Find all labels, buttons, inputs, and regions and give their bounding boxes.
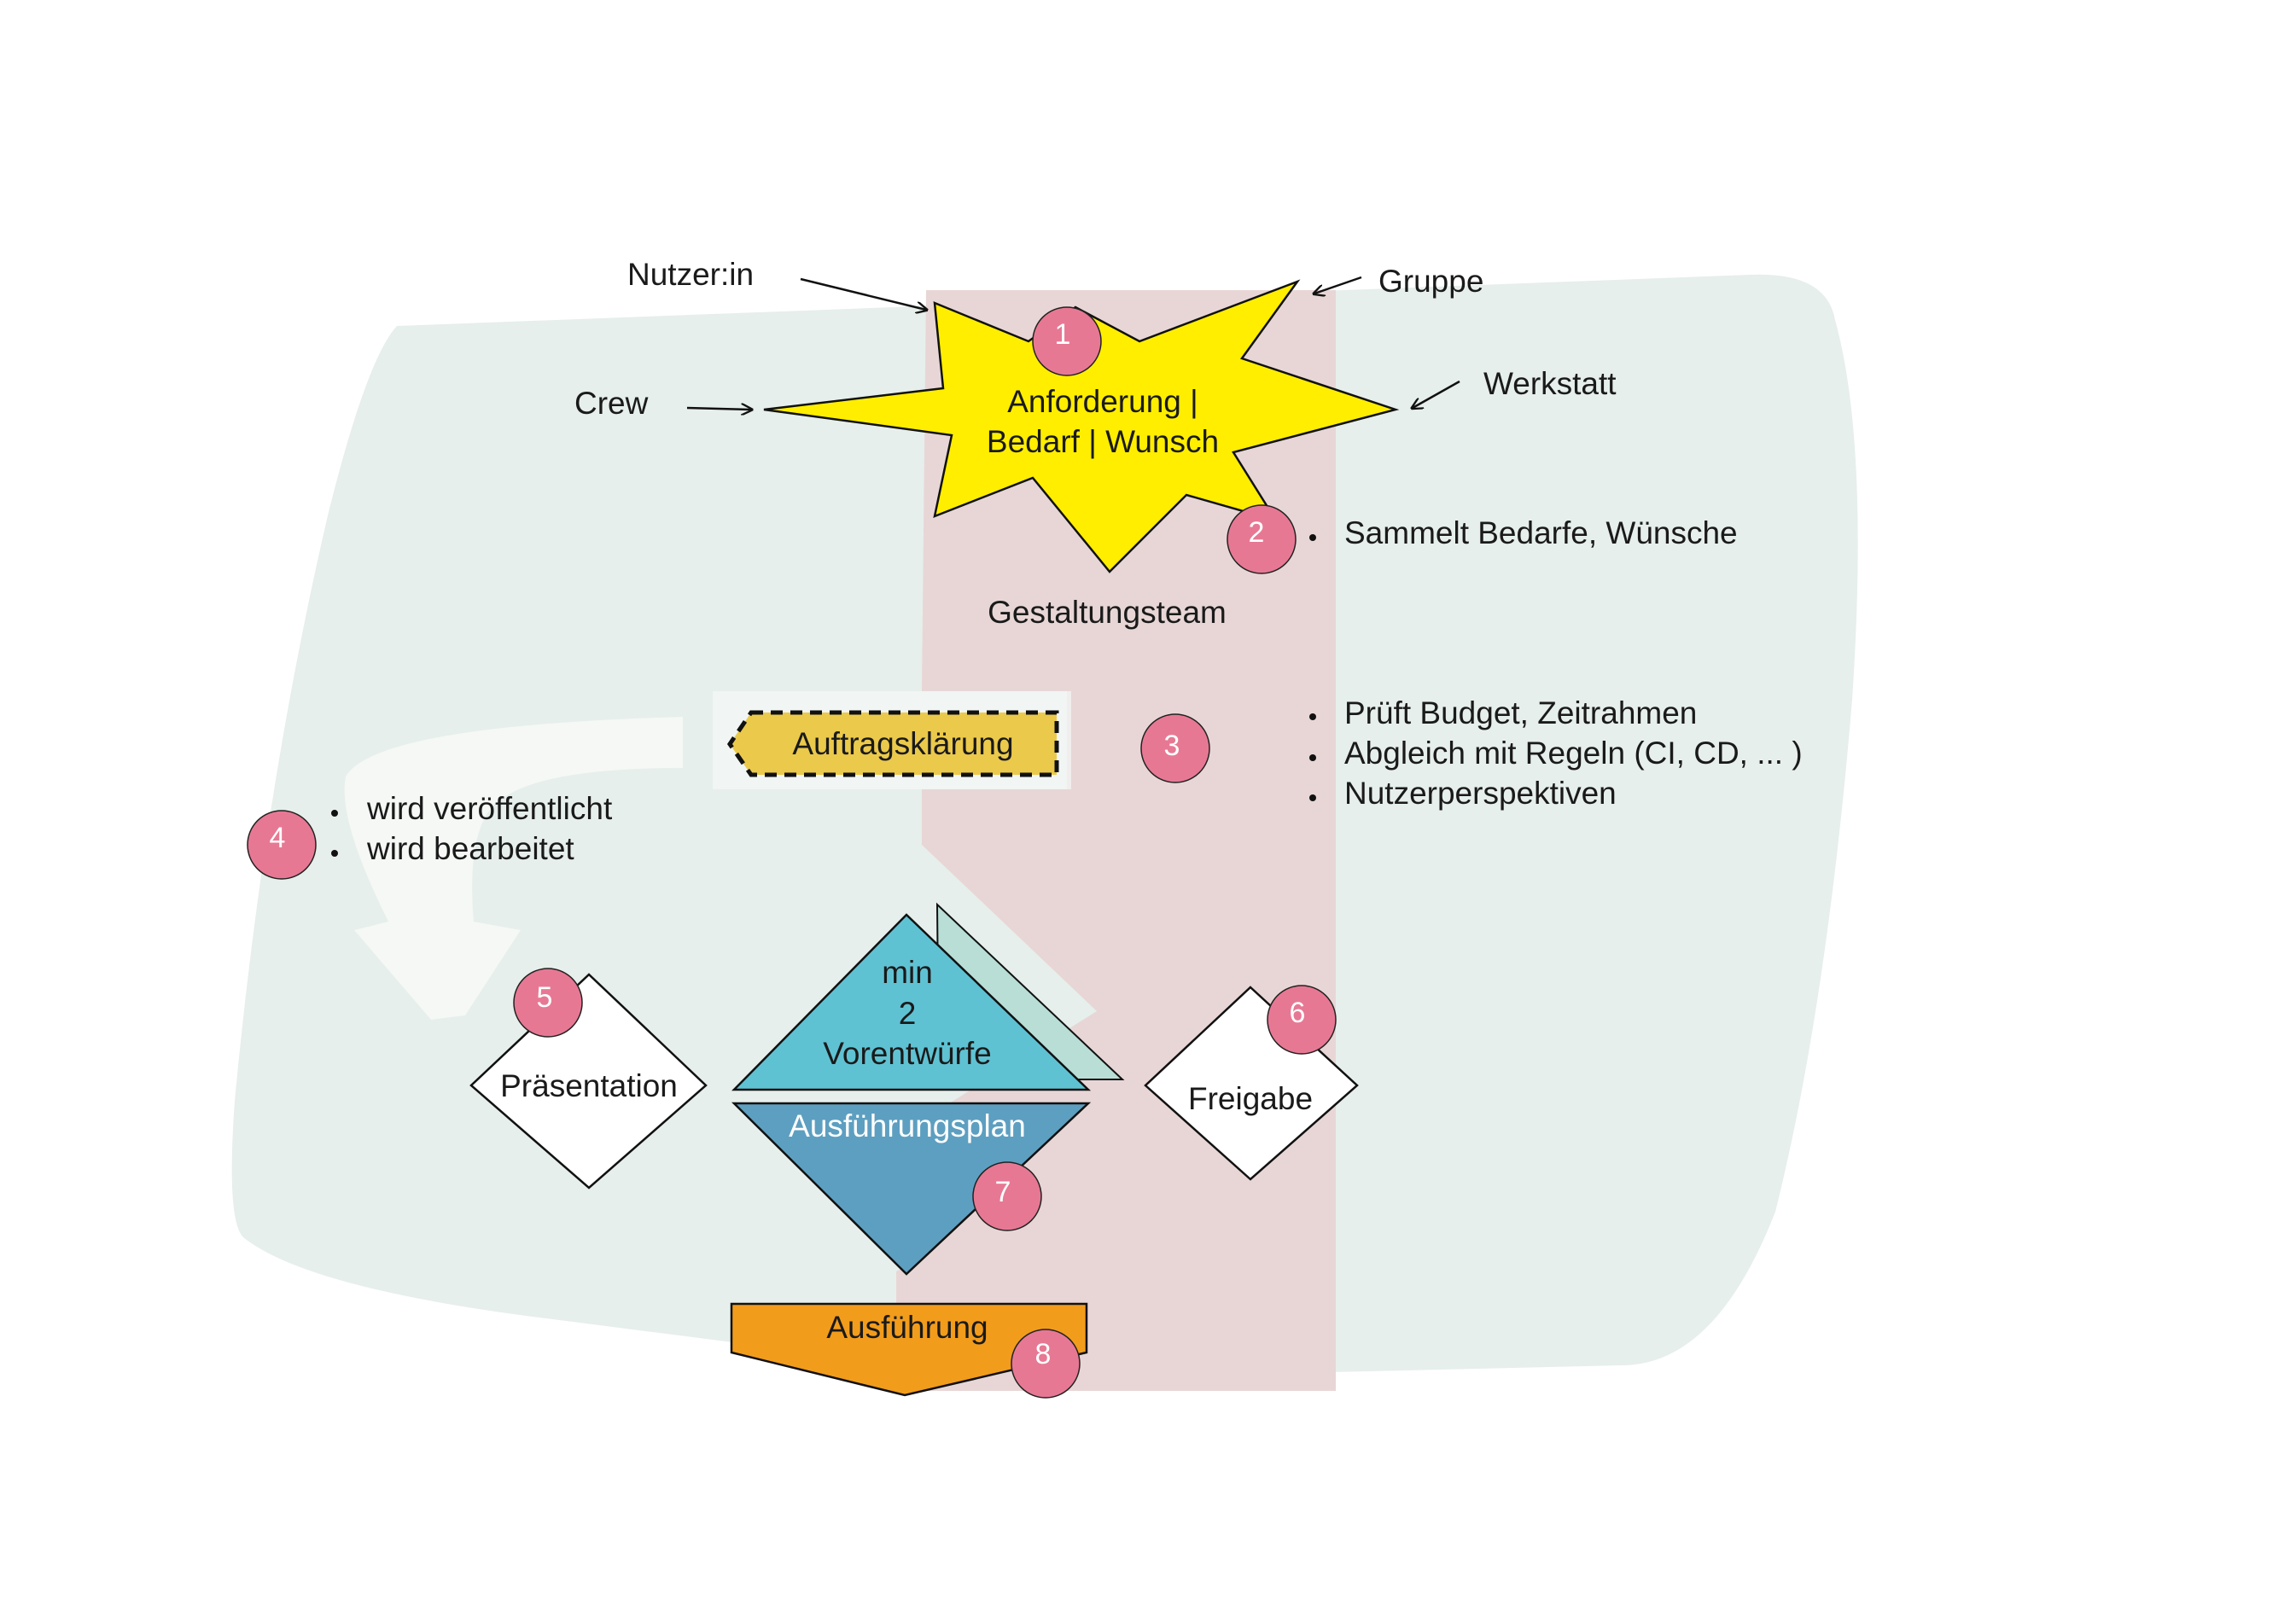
step2-bullet: Sammelt Bedarfe, Wünsche xyxy=(1344,515,1738,550)
arrow-crew xyxy=(686,408,751,410)
step3-bullet: Prüft Budget, Zeitrahmen xyxy=(1344,695,1697,730)
star-line2: Bedarf | Wunsch xyxy=(987,424,1219,459)
label-werkstatt: Werkstatt xyxy=(1483,366,1617,401)
bullet-dot xyxy=(1309,754,1316,761)
svg-text:8: 8 xyxy=(1035,1338,1052,1370)
step3-bullet: Nutzerperspektiven xyxy=(1344,776,1617,811)
plan-label: Ausführungsplan xyxy=(789,1108,1026,1143)
step-badge-4: 4 xyxy=(247,810,317,880)
arrow-gruppe xyxy=(1314,276,1362,294)
svg-text:7: 7 xyxy=(995,1176,1011,1208)
praesentation-label: Präsentation xyxy=(500,1068,678,1103)
bullet-dot xyxy=(1309,534,1316,541)
step-badge-6: 6 xyxy=(1267,985,1337,1055)
label-gruppe: Gruppe xyxy=(1378,264,1483,299)
step-badge-8: 8 xyxy=(1011,1329,1081,1399)
team-label: Gestaltungsteam xyxy=(988,595,1227,630)
step-badge-5: 5 xyxy=(513,968,583,1038)
ausfuehrung-label: Ausführung xyxy=(826,1310,988,1345)
vorentwurf-triangle xyxy=(731,913,1092,1091)
bullet-dot xyxy=(1309,713,1316,720)
star-line1: Anforderung | xyxy=(1007,384,1198,419)
label-nutzerin: Nutzer:in xyxy=(627,257,754,292)
auftrag-box xyxy=(726,710,1059,777)
svg-text:4: 4 xyxy=(270,822,286,854)
step4-bullet: wird veröffentlicht xyxy=(366,791,613,826)
step-badge-7: 7 xyxy=(972,1161,1042,1231)
step4-bullet: wird bearbeitet xyxy=(366,831,574,866)
step3-bullet: Abgleich mit Regeln (CI, CD, ... ) xyxy=(1344,736,1803,771)
ausfuehrung-shape xyxy=(730,1302,1088,1397)
arrow-werkstatt xyxy=(1413,380,1460,408)
vorentwurf-line1: min xyxy=(882,955,933,990)
arrow-nutzerin xyxy=(800,277,926,310)
step-badge-2: 2 xyxy=(1227,504,1297,574)
bullet-dot xyxy=(331,810,338,817)
bullet-dot xyxy=(1309,794,1316,801)
label-crew: Crew xyxy=(574,386,649,421)
vorentwurf-line2: 2 xyxy=(899,996,917,1031)
svg-text:3: 3 xyxy=(1164,730,1180,762)
svg-text:2: 2 xyxy=(1249,516,1265,549)
freigabe-label: Freigabe xyxy=(1188,1081,1313,1116)
vorentwurf-line3: Vorentwürfe xyxy=(823,1036,991,1071)
step-badge-3: 3 xyxy=(1140,713,1210,783)
praesentation-diamond xyxy=(469,973,708,1190)
svg-text:5: 5 xyxy=(537,981,553,1014)
step-badge-1: 1 xyxy=(1032,306,1102,376)
freigabe-diamond xyxy=(1144,986,1359,1181)
auftrag-label: Auftragsklärung xyxy=(792,726,1013,761)
svg-text:1: 1 xyxy=(1055,318,1071,351)
feedback-arrow xyxy=(344,717,683,1020)
bullet-dot xyxy=(331,850,338,857)
svg-text:6: 6 xyxy=(1290,997,1306,1029)
